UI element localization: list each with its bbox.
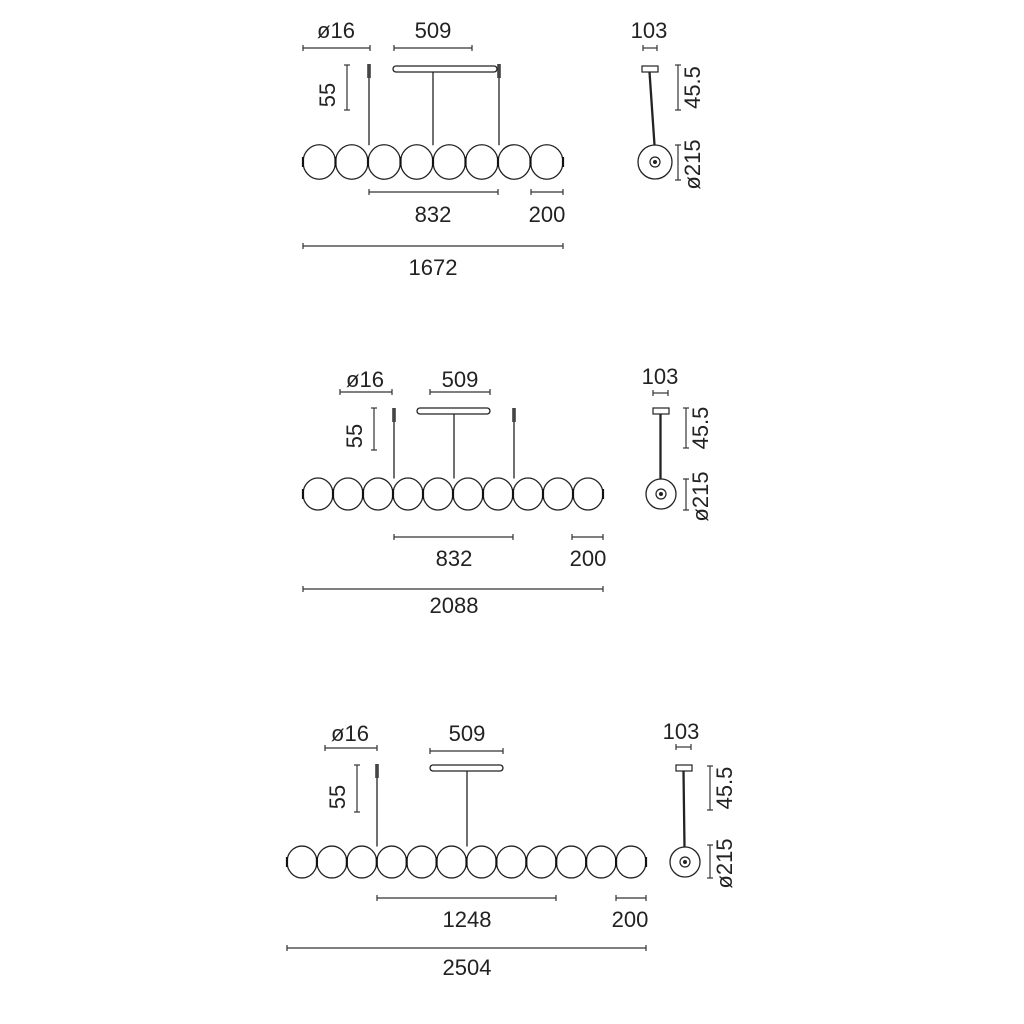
glass-sphere <box>406 845 438 879</box>
rod-diameter-label: ø16 <box>331 721 369 746</box>
side-view: 103 45.5 ø215 <box>663 719 737 889</box>
side-cable <box>648 71 655 146</box>
glass-sphere <box>422 477 454 511</box>
glass-sphere <box>452 477 484 511</box>
rod-height-label: 55 <box>342 424 367 448</box>
glass-sphere <box>525 845 557 879</box>
glass-sphere <box>572 477 604 511</box>
cable-spacing-label: 1248 <box>443 907 492 932</box>
side-view: 103 45.5 ø215 <box>642 364 713 522</box>
rod-diameter-label: ø16 <box>317 18 355 43</box>
rod-diameter-label: ø16 <box>346 367 384 392</box>
side-diameter-label: ø215 <box>712 838 737 888</box>
side-canopy-label: 103 <box>642 364 679 389</box>
side-height-label: 45.5 <box>688 407 713 450</box>
sphere-socket <box>655 488 667 500</box>
glass-sphere <box>286 845 318 879</box>
rod-anchor <box>392 408 396 422</box>
glass-sphere <box>482 477 514 511</box>
rod-anchor <box>512 408 516 422</box>
side-canopy <box>641 65 659 73</box>
glass-sphere <box>334 144 369 180</box>
glass-sphere <box>376 845 408 879</box>
glass-sphere <box>464 144 499 180</box>
canopy-length-label: 509 <box>442 367 479 392</box>
rod-anchor <box>367 64 371 78</box>
drawing-2: ø16 509 55 832 200 2088 103 45.5 ø215 <box>301 364 713 618</box>
sphere-socket-center <box>653 160 657 164</box>
total-length-label: 2504 <box>443 955 492 980</box>
drawing-3: ø16 509 55 1248 200 2504 103 45.5 ø215 <box>285 719 737 980</box>
glass-sphere <box>367 144 402 180</box>
sphere-socket-center <box>659 492 663 496</box>
total-length-label: 1672 <box>409 255 458 280</box>
glass-sphere <box>316 845 348 879</box>
glass-sphere <box>302 477 334 511</box>
sphere-width-label: 200 <box>570 546 607 571</box>
glass-sphere <box>432 144 467 180</box>
cable-spacing-label: 832 <box>436 546 473 571</box>
glass-sphere <box>585 845 617 879</box>
sphere-width-label: 200 <box>612 907 649 932</box>
side-canopy-label: 103 <box>631 18 668 43</box>
side-view: 103 45.5 ø215 <box>631 18 705 190</box>
glass-sphere <box>302 144 337 180</box>
side-canopy-label: 103 <box>663 719 700 744</box>
drawing-1: ø16 509 55 832 200 1672 103 45.5 ø215 <box>301 18 705 280</box>
rod-height-label: 55 <box>325 785 350 809</box>
rod-anchor <box>375 764 379 778</box>
canopy-length-label: 509 <box>415 18 452 43</box>
side-cable <box>682 770 685 848</box>
glass-sphere <box>332 477 364 511</box>
sphere-socket <box>649 156 661 168</box>
rod-height-label: 55 <box>315 83 340 107</box>
side-cable <box>649 71 656 146</box>
glass-sphere <box>555 845 587 879</box>
side-height-label: 45.5 <box>680 66 705 109</box>
sphere-socket-center <box>683 860 687 864</box>
rod-anchor <box>497 64 501 78</box>
total-length-label: 2088 <box>430 593 479 618</box>
glass-sphere <box>529 144 564 180</box>
glass-sphere <box>497 144 532 180</box>
glass-sphere <box>615 845 647 879</box>
glass-sphere <box>435 845 468 879</box>
glass-sphere <box>346 845 378 879</box>
glass-sphere <box>542 477 574 511</box>
glass-sphere <box>512 477 544 511</box>
side-diameter-label: ø215 <box>688 471 713 521</box>
glass-sphere <box>392 477 424 511</box>
canopy-length-label: 509 <box>449 721 486 746</box>
glass-sphere <box>362 477 394 511</box>
ceiling-canopy <box>429 764 504 772</box>
glass-sphere <box>399 144 434 180</box>
glass-sphere <box>495 845 527 879</box>
side-diameter-label: ø215 <box>680 139 705 189</box>
ceiling-canopy <box>416 407 491 415</box>
side-height-label: 45.5 <box>712 767 737 810</box>
cable-spacing-label: 832 <box>415 202 452 227</box>
sphere-width-label: 200 <box>529 202 566 227</box>
glass-sphere <box>465 845 498 879</box>
sphere-socket <box>679 856 691 868</box>
ceiling-canopy <box>392 65 498 73</box>
side-canopy <box>652 407 670 415</box>
side-canopy <box>675 764 693 772</box>
side-cable <box>683 770 686 848</box>
